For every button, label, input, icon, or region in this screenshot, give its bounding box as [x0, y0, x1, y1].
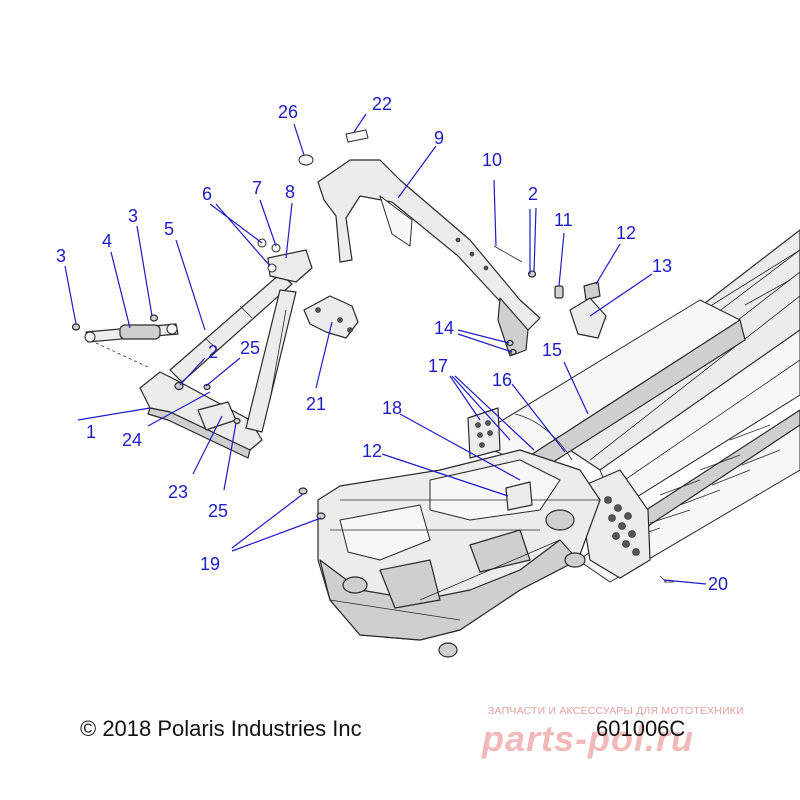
callout-3-left: 3 [56, 246, 66, 266]
callout-11: 11 [554, 210, 573, 230]
callout-13: 13 [652, 256, 672, 276]
watermark-logo: parts-pol.ru [482, 718, 695, 759]
callout-12-lower: 12 [362, 441, 382, 461]
callout-18: 18 [382, 398, 402, 418]
callout-10: 10 [482, 150, 502, 170]
callout-2-right: 2 [528, 184, 538, 204]
callout-3-right: 3 [128, 206, 138, 226]
callout-22: 22 [372, 94, 392, 114]
callout-7: 7 [252, 178, 262, 198]
drawing-number: 601006C [596, 716, 686, 741]
callout-17: 17 [428, 356, 448, 376]
callout-25-lower: 25 [208, 501, 228, 521]
callout-2-left: 2 [208, 342, 218, 362]
callout-6: 6 [202, 184, 212, 204]
callout-24: 24 [122, 430, 142, 450]
callout-labels: 1 2 2 3 3 4 5 6 7 8 9 10 11 12 12 13 14 … [56, 94, 728, 594]
callout-25-upper: 25 [240, 338, 260, 358]
callout-15: 15 [542, 340, 562, 360]
callout-1: 1 [86, 422, 96, 442]
callout-12-upper: 12 [616, 223, 636, 243]
bulkhead-chassis [298, 407, 674, 658]
watermark-tagline: ЗАПЧАСТИ И АКСЕССУАРЫ ДЛЯ МОТОТЕХНИКИ [488, 705, 744, 717]
callout-21: 21 [306, 394, 326, 414]
callout-23: 23 [168, 482, 188, 502]
leader-lines [64, 113, 707, 585]
tunnel-assembly [469, 229, 800, 583]
callout-19: 19 [200, 554, 220, 574]
bracket-21 [303, 295, 359, 339]
callout-16: 16 [492, 370, 512, 390]
callout-8: 8 [285, 182, 295, 202]
callout-4: 4 [102, 231, 112, 251]
callout-20: 20 [708, 574, 728, 594]
callout-5: 5 [164, 219, 174, 239]
callout-9: 9 [434, 128, 444, 148]
callout-26: 26 [278, 102, 298, 122]
copyright-notice: © 2018 Polaris Industries Inc [80, 716, 362, 741]
callout-14: 14 [434, 318, 454, 338]
front-frame-assembly [71, 238, 313, 459]
